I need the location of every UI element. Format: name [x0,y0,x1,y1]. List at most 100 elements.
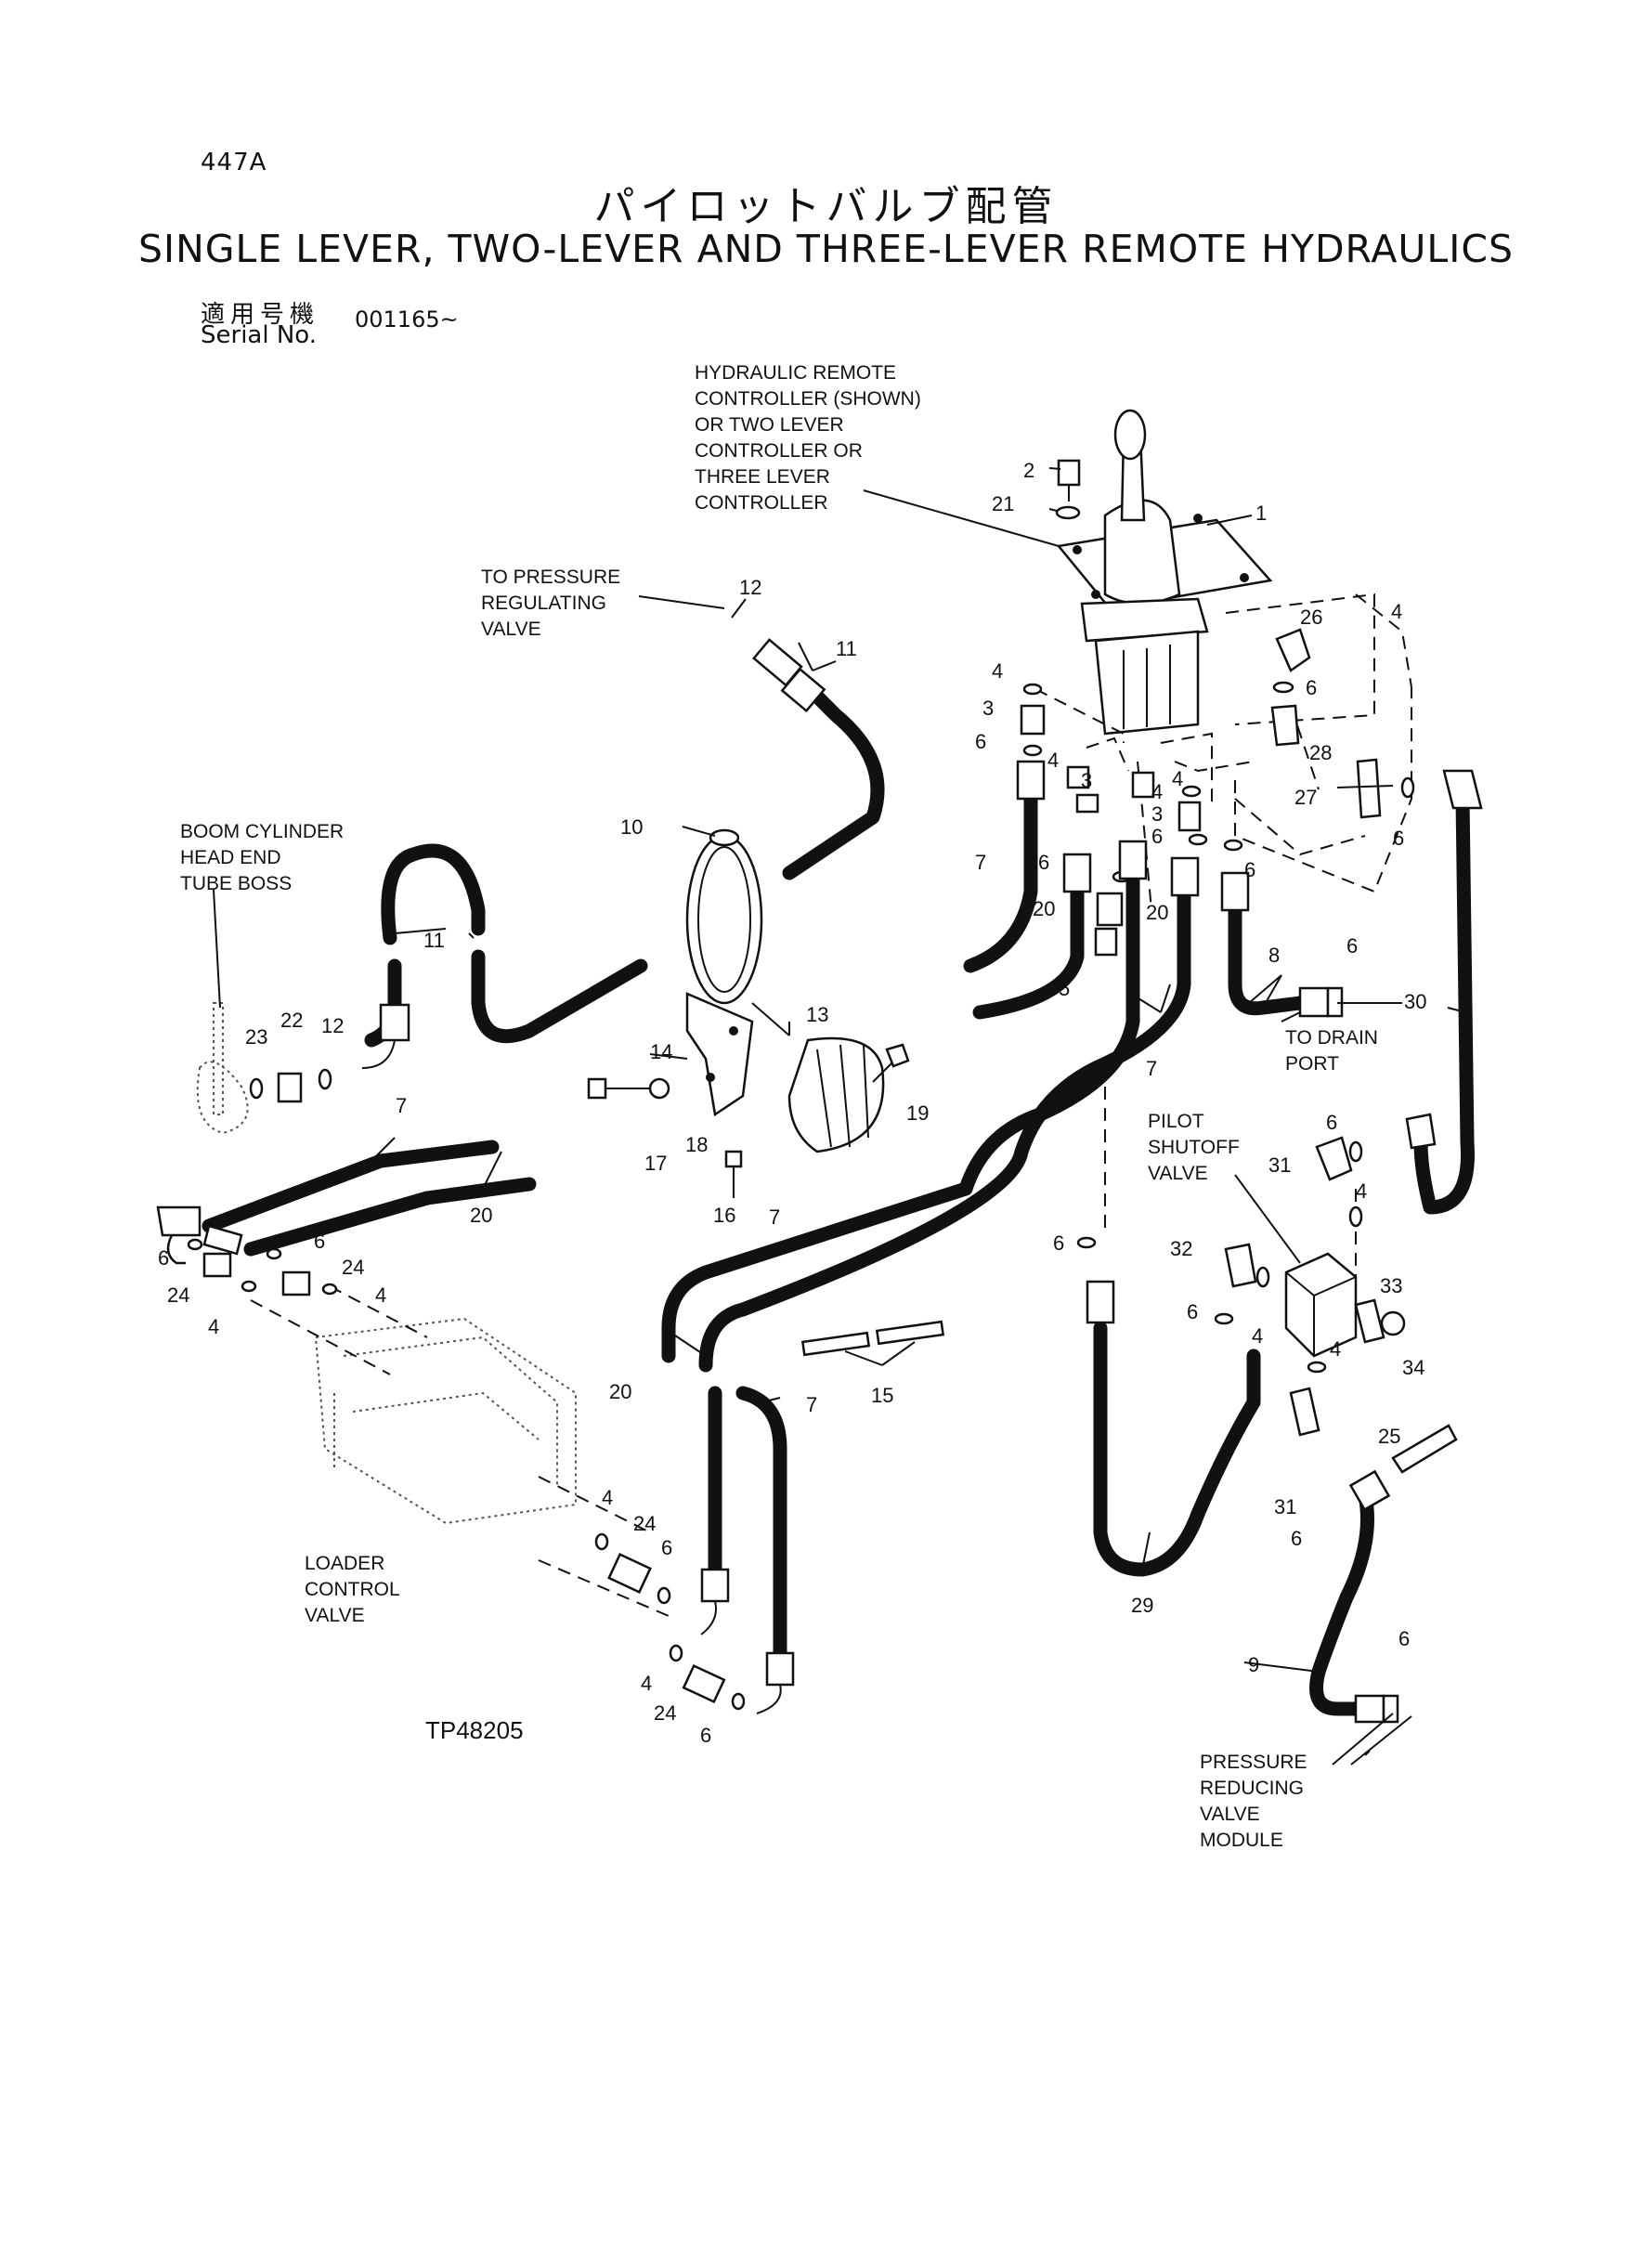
callout: 31 [1268,1153,1291,1177]
callout: 6 [1306,676,1317,699]
callout: 7 [769,1205,780,1229]
leader-lines [213,467,1466,1765]
svg-text:VALVE: VALVE [1148,1163,1208,1184]
svg-text:VALVE: VALVE [1200,1804,1260,1825]
callout: 22 [280,1009,303,1032]
controller-port-dashes [1034,593,1412,1291]
callout: 26 [1300,606,1322,629]
callout: 7 [396,1094,407,1117]
svg-text:THREE LEVER: THREE LEVER [695,466,830,488]
callout: 13 [806,1003,828,1026]
callout: 4 [1330,1337,1341,1361]
callout: 29 [1131,1594,1153,1617]
svg-text:CONTROLLER: CONTROLLER [695,492,828,514]
callout: 7 [975,851,986,874]
callout: 15 [871,1384,893,1407]
callout: 6 [1053,1231,1064,1255]
callout: 28 [1309,741,1332,764]
callout: 6 [1291,1527,1302,1550]
callout: 4 [1252,1324,1263,1348]
callout: 24 [342,1256,364,1279]
callout: 11 [836,637,857,660]
note-pressure-regulating: TO PRESSURE REGULATING VALVE [481,567,620,640]
page-code: 447A [201,149,267,176]
callout: 10 [620,815,643,839]
note-pilot-shutoff: PILOT SHUTOFF VALVE [1148,1111,1240,1184]
svg-text:CONTROLLER (SHOWN): CONTROLLER (SHOWN) [695,388,921,410]
svg-text:CONTROL: CONTROL [305,1579,400,1600]
reference-code: TP48205 [425,1716,524,1744]
callout: 5 [1059,977,1070,1000]
svg-text:BOOM CYLINDER: BOOM CYLINDER [180,821,344,842]
callout: 6 [1187,1300,1198,1323]
callout: 16 [713,1204,735,1227]
callout: 34 [1402,1356,1424,1379]
note-loader-control: LOADER CONTROL VALVE [305,1553,400,1626]
note-drain-port: TO DRAIN PORT [1285,1027,1378,1075]
svg-text:VALVE: VALVE [481,619,541,640]
callout: 3 [1151,802,1163,826]
title-english: SINGLE LEVER, TWO-LEVER AND THREE-LEVER … [137,227,1515,271]
callout: 1 [1255,502,1267,525]
pilot-shutoff-valve [1076,1136,1406,1437]
callout: 3 [982,697,994,720]
svg-text:VALVE: VALVE [305,1605,365,1626]
clamp-band-part-10 [685,828,763,1005]
callout: 25 [1378,1425,1400,1448]
callout: 9 [1248,1653,1259,1676]
hoses [661,638,1483,1724]
callout: 21 [992,492,1014,515]
title-japanese: パイロットバルブ配管 [593,183,1059,230]
svg-text:SHUTOFF: SHUTOFF [1148,1137,1240,1158]
left-loader-hoses [156,1140,537,1265]
callout: 2 [1023,459,1034,482]
callout: 4 [1047,749,1059,772]
callout: 18 [685,1133,708,1156]
callout: 4 [1391,600,1402,623]
tie-straps-part-15 [800,1320,945,1357]
callout: 30 [1404,990,1426,1013]
svg-text:TO PRESSURE: TO PRESSURE [481,567,620,588]
svg-text:PRESSURE: PRESSURE [1200,1752,1307,1773]
callout: 20 [1033,897,1055,920]
callout: 4 [208,1315,219,1338]
svg-text:PORT: PORT [1285,1053,1339,1075]
svg-text:TO DRAIN: TO DRAIN [1285,1027,1378,1049]
callout: 20 [470,1204,492,1227]
callout: 6 [1151,825,1163,848]
loader-control-valve-ghost [314,1317,577,1525]
callout: 6 [1326,1111,1337,1134]
callout: 20 [1146,901,1168,924]
callout: 32 [1170,1237,1192,1260]
tie-strap-part-25 [1391,1424,1458,1474]
callouts: 1 2 21 12 11 4 26 6 4 3 6 4 3 28 4 3 6 2… [158,459,1426,1747]
svg-text:CONTROLLER OR: CONTROLLER OR [695,440,863,462]
boom-cylinder-hoses [361,843,648,1069]
callout: 6 [1038,851,1049,874]
callout: 20 [609,1380,631,1403]
serial-label-english: Serial No. [201,321,317,349]
bolt-part-2 [1055,459,1081,520]
callout: 11 [423,929,445,952]
serial-number-value: 001165~ [355,306,459,332]
callout: 6 [1346,934,1358,958]
callout: 27 [1294,786,1317,809]
callout: 6 [975,730,986,753]
callout: 7 [806,1393,817,1416]
boom-cylinder-ghost [196,1002,249,1135]
bracket-part-14 [685,992,754,1117]
svg-text:PILOT: PILOT [1148,1111,1204,1132]
controller-fittings [1020,628,1415,957]
svg-text:LOADER: LOADER [305,1553,384,1574]
callout: 12 [739,576,761,599]
hardware-16-19 [587,1043,910,1198]
callout: 6 [1398,1627,1410,1650]
callout: 33 [1380,1274,1402,1297]
callout: 24 [654,1701,676,1725]
callout: 14 [650,1040,672,1063]
callout: 23 [245,1025,267,1049]
callout: 19 [906,1101,929,1125]
callout: 6 [158,1246,169,1270]
callout: 3 [1081,769,1092,792]
callout: 8 [1268,944,1280,967]
